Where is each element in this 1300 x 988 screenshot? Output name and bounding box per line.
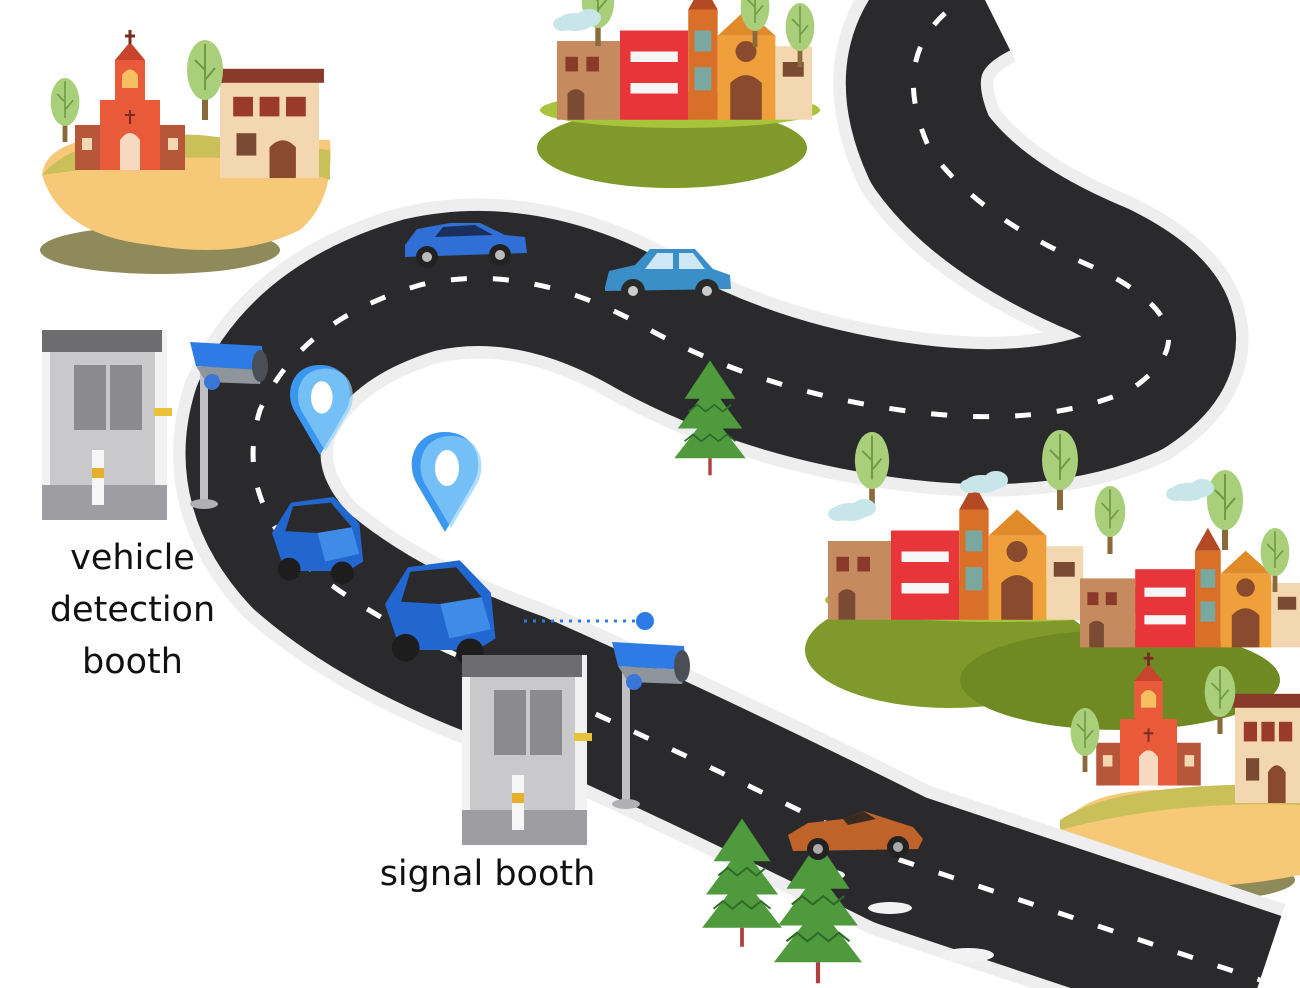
tree-icon	[186, 39, 224, 121]
cloud-icon	[553, 9, 601, 31]
townhouse-icon	[215, 68, 324, 178]
location-pin-icon	[411, 432, 482, 532]
townhouse-icon	[1231, 693, 1300, 803]
label-line: detection	[49, 590, 216, 630]
signal-booth-icon	[462, 655, 592, 845]
tree-icon	[1041, 429, 1079, 511]
tree-icon	[1069, 707, 1101, 773]
label-line: booth	[82, 642, 183, 682]
tree-icon	[853, 431, 891, 509]
tree-icon	[1203, 665, 1237, 735]
tree-icon	[1093, 485, 1127, 555]
cloud-icon	[1166, 479, 1214, 501]
signal-booth-label: signal booth	[379, 854, 596, 894]
signal-link	[524, 612, 654, 630]
vehicle-detection-booth-icon	[42, 330, 172, 520]
label-line: vehicle	[70, 538, 195, 578]
vehicle-detection-booth-label: vehicle detection booth	[20, 532, 245, 688]
church-icon	[73, 28, 187, 172]
cloud-icon	[828, 499, 876, 521]
